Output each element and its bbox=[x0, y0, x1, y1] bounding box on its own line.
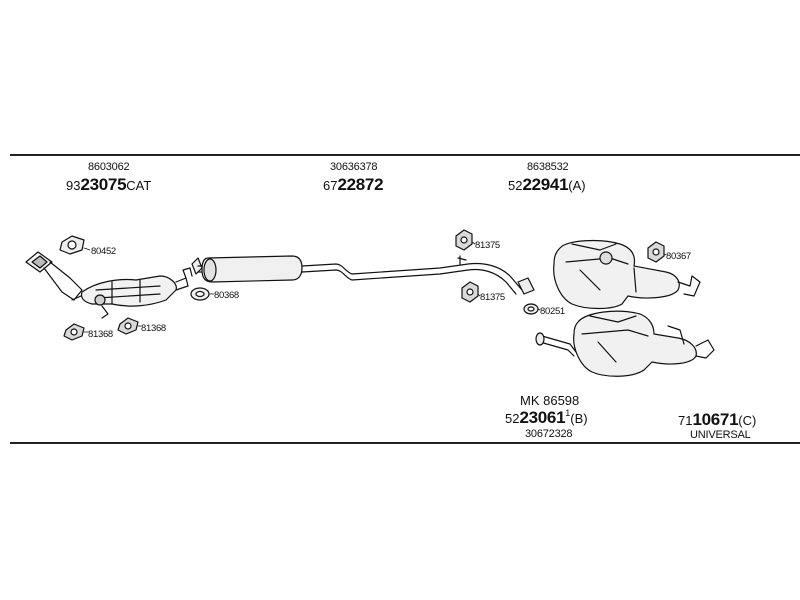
gasket-front-icon bbox=[59, 235, 85, 255]
part-main-number: 22941 bbox=[522, 175, 569, 194]
hanger-top-icon bbox=[455, 229, 473, 251]
code-clamp-rear[interactable]: 80251 bbox=[540, 306, 565, 317]
bottom-divider-line bbox=[10, 442, 800, 444]
hanger-rear-icon bbox=[647, 241, 665, 263]
part-number-middle-silencer[interactable]: 6722872 bbox=[323, 175, 384, 195]
middle-silencer-icon bbox=[191, 255, 535, 295]
part-main-number: 22872 bbox=[337, 175, 384, 194]
clamp-rear-icon bbox=[523, 303, 539, 315]
part-number-rear-pipe[interactable]: 5222941(A) bbox=[508, 175, 586, 195]
part-number-catalytic-converter[interactable]: 9323075CAT bbox=[66, 175, 151, 195]
code-hanger-rear[interactable]: 80367 bbox=[666, 251, 691, 262]
hanger-left-1-icon bbox=[63, 323, 85, 341]
code-gasket-mid[interactable]: 80368 bbox=[214, 290, 239, 301]
part-prefix: 52 bbox=[505, 411, 520, 426]
hanger-bottom-icon bbox=[461, 281, 479, 303]
part-number-universal-tip[interactable]: 7110671(C) bbox=[678, 410, 756, 430]
oem-number-catalytic-converter: 8603062 bbox=[88, 161, 130, 173]
part-main-number: 10671 bbox=[692, 410, 739, 429]
part-prefix: 67 bbox=[323, 178, 338, 193]
oem-number-rear-silencer: 30672328 bbox=[525, 428, 573, 440]
part-prefix: 52 bbox=[508, 178, 523, 193]
part-prefix: 93 bbox=[66, 178, 81, 193]
part-prefix: 71 bbox=[678, 413, 693, 428]
code-hanger-top[interactable]: 81375 bbox=[475, 240, 500, 251]
code-hanger-bottom[interactable]: 81375 bbox=[480, 292, 505, 303]
code-gasket-front[interactable]: 80452 bbox=[91, 246, 116, 257]
leader-lines bbox=[83, 241, 667, 333]
part-suffix: (A) bbox=[568, 178, 586, 193]
universal-note: UNIVERSAL bbox=[690, 429, 751, 441]
mounting-kit-number: MK 86598 bbox=[520, 393, 580, 408]
top-divider-line bbox=[10, 154, 800, 156]
rear-silencer-b-icon bbox=[535, 310, 715, 377]
oem-number-middle-silencer: 30636378 bbox=[330, 161, 378, 173]
hanger-left-2-icon bbox=[117, 317, 139, 335]
part-suffix: (C) bbox=[738, 413, 757, 428]
part-suffix: CAT bbox=[126, 178, 152, 193]
part-number-rear-silencer[interactable]: 52230611(B) bbox=[505, 408, 588, 428]
part-main-number: 23075 bbox=[80, 175, 127, 194]
front-downpipe-icon bbox=[25, 251, 91, 301]
part-main-number: 23061 bbox=[519, 408, 566, 427]
part-suffix: (B) bbox=[570, 411, 588, 426]
catalytic-converter-icon bbox=[80, 267, 193, 319]
code-hanger-left-2[interactable]: 81368 bbox=[141, 323, 166, 334]
gasket-mid-icon bbox=[190, 287, 210, 301]
rear-silencer-a-icon bbox=[553, 239, 701, 310]
code-hanger-left-1[interactable]: 81368 bbox=[88, 329, 113, 340]
oem-number-rear-pipe: 8638532 bbox=[527, 161, 569, 173]
part-mark: 1 bbox=[565, 408, 571, 418]
